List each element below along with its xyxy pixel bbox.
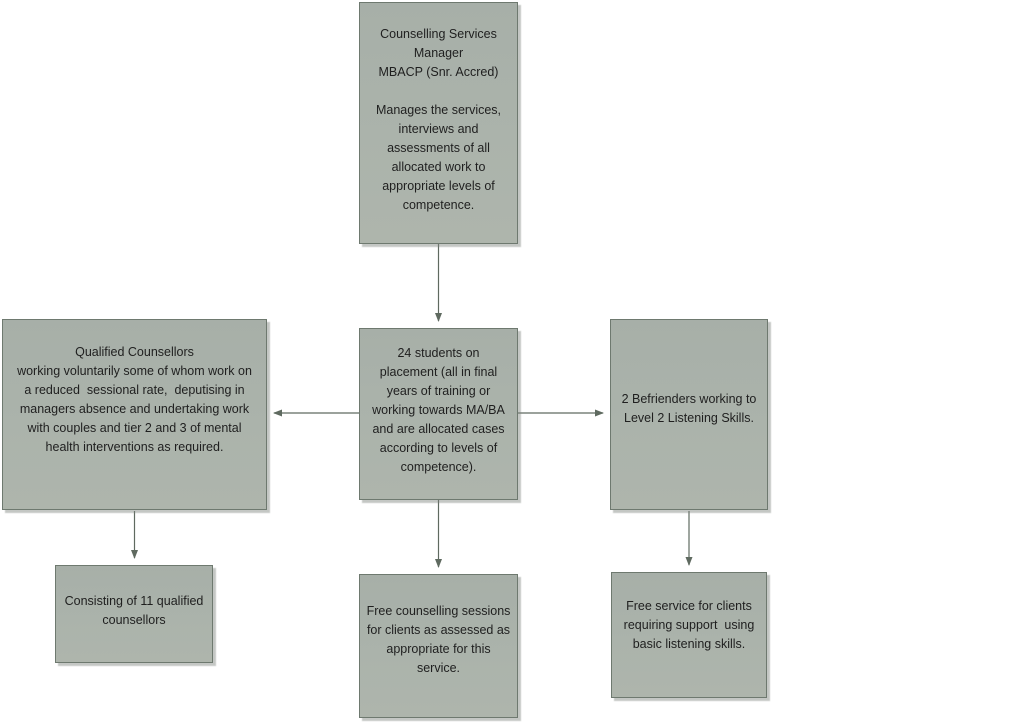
- node-free-counselling-sessions-text: Free counselling sessions for clients as…: [366, 604, 511, 675]
- node-students-on-placement: 24 students on placement (all in final y…: [359, 328, 518, 500]
- node-counselling-services-manager: Counselling Services Manager MBACP (Snr.…: [359, 2, 518, 244]
- node-consisting-qualified-counsellors-text: Consisting of 11 qualified counsellors: [64, 594, 204, 627]
- node-qualified-counsellors-text: Qualified Counsellors working voluntaril…: [17, 345, 252, 454]
- node-students-on-placement-text: 24 students on placement (all in final y…: [372, 346, 505, 474]
- node-counselling-services-manager-text: Counselling Services Manager MBACP (Snr.…: [375, 27, 502, 212]
- node-befrienders-text: 2 Befrienders working to Level 2 Listeni…: [621, 391, 757, 425]
- node-befrienders: 2 Befrienders working to Level 2 Listeni…: [610, 319, 768, 510]
- node-free-service-clients: Free service for clients requiring suppo…: [611, 572, 767, 698]
- node-free-service-clients-text: Free service for clients requiring suppo…: [623, 599, 755, 651]
- node-consisting-qualified-counsellors: Consisting of 11 qualified counsellors: [55, 565, 213, 663]
- node-free-counselling-sessions: Free counselling sessions for clients as…: [359, 574, 518, 718]
- node-qualified-counsellors: Qualified Counsellors working voluntaril…: [2, 319, 267, 510]
